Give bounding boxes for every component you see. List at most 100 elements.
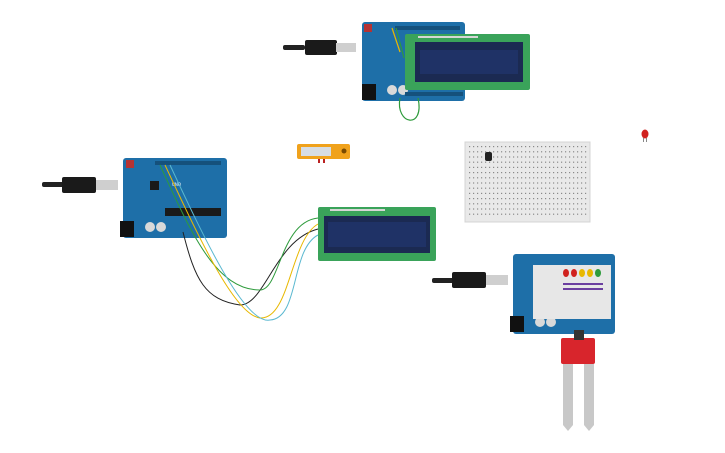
breadboard-hole[interactable] (549, 146, 551, 148)
breadboard-hole[interactable] (473, 198, 475, 200)
breadboard-hole[interactable] (517, 146, 519, 148)
breadboard-hole[interactable] (569, 198, 571, 200)
breadboard-hole[interactable] (513, 187, 515, 189)
breadboard-hole[interactable] (557, 192, 559, 194)
breadboard-hole[interactable] (565, 198, 567, 200)
breadboard-hole[interactable] (533, 156, 535, 158)
breadboard-hole[interactable] (557, 177, 559, 179)
breadboard-hole[interactable] (477, 203, 479, 205)
breadboard-hole[interactable] (557, 198, 559, 200)
breadboard-hole[interactable] (481, 198, 483, 200)
breadboard-hole[interactable] (489, 151, 491, 153)
breadboard-hole[interactable] (493, 161, 495, 163)
wires-top[interactable] (391, 27, 420, 121)
breadboard-hole[interactable] (545, 146, 547, 148)
potentiometer[interactable] (297, 144, 350, 163)
breadboard-hole[interactable] (497, 177, 499, 179)
breadboard-hole[interactable] (521, 156, 523, 158)
breadboard-hole[interactable] (529, 166, 531, 168)
breadboard-hole[interactable] (485, 177, 487, 179)
breadboard-hole[interactable] (517, 213, 519, 215)
breadboard-hole[interactable] (505, 187, 507, 189)
breadboard-hole[interactable] (509, 146, 511, 148)
breadboard-hole[interactable] (581, 156, 583, 158)
breadboard-hole[interactable] (573, 203, 575, 205)
breadboard-hole[interactable] (489, 187, 491, 189)
breadboard-hole[interactable] (553, 203, 555, 205)
breadboard-hole[interactable] (533, 177, 535, 179)
breadboard-hole[interactable] (585, 146, 587, 148)
breadboard-hole[interactable] (561, 161, 563, 163)
breadboard-hole[interactable] (513, 156, 515, 158)
breadboard-hole[interactable] (513, 182, 515, 184)
breadboard-hole[interactable] (545, 151, 547, 153)
temperature-sensor[interactable] (485, 152, 492, 161)
breadboard-hole[interactable] (549, 187, 551, 189)
breadboard-hole[interactable] (549, 177, 551, 179)
breadboard-hole[interactable] (529, 172, 531, 174)
breadboard-hole[interactable] (473, 213, 475, 215)
breadboard-hole[interactable] (489, 192, 491, 194)
breadboard-hole[interactable] (557, 208, 559, 210)
breadboard-hole[interactable] (477, 172, 479, 174)
breadboard-hole[interactable] (485, 213, 487, 215)
breadboard-hole[interactable] (517, 203, 519, 205)
usb-cable-top[interactable] (283, 40, 356, 55)
breadboard-hole[interactable] (573, 192, 575, 194)
breadboard-hole[interactable] (553, 156, 555, 158)
breadboard-hole[interactable] (545, 166, 547, 168)
breadboard-hole[interactable] (565, 151, 567, 153)
breadboard-hole[interactable] (561, 192, 563, 194)
breadboard-hole[interactable] (493, 156, 495, 158)
breadboard-hole[interactable] (497, 182, 499, 184)
breadboard-hole[interactable] (489, 146, 491, 148)
breadboard-hole[interactable] (501, 156, 503, 158)
breadboard-hole[interactable] (529, 198, 531, 200)
breadboard-hole[interactable] (493, 146, 495, 148)
breadboard-hole[interactable] (489, 213, 491, 215)
breadboard-hole[interactable] (553, 208, 555, 210)
breadboard-hole[interactable] (545, 198, 547, 200)
breadboard-hole[interactable] (541, 156, 543, 158)
breadboard-hole[interactable] (513, 172, 515, 174)
breadboard-hole[interactable] (493, 198, 495, 200)
breadboard-hole[interactable] (485, 151, 487, 153)
breadboard-hole[interactable] (517, 187, 519, 189)
breadboard-hole[interactable] (505, 208, 507, 210)
breadboard-hole[interactable] (493, 203, 495, 205)
breadboard-hole[interactable] (489, 203, 491, 205)
breadboard-hole[interactable] (513, 161, 515, 163)
breadboard-hole[interactable] (573, 172, 575, 174)
breadboard-hole[interactable] (469, 187, 471, 189)
breadboard-hole[interactable] (541, 213, 543, 215)
breadboard-hole[interactable] (473, 192, 475, 194)
breadboard-hole[interactable] (557, 151, 559, 153)
breadboard-hole[interactable] (581, 203, 583, 205)
breadboard-hole[interactable] (481, 161, 483, 163)
breadboard-hole[interactable] (525, 182, 527, 184)
breadboard-hole[interactable] (549, 208, 551, 210)
breadboard-hole[interactable] (565, 161, 567, 163)
lcd-top[interactable] (405, 34, 530, 90)
breadboard-hole[interactable] (481, 166, 483, 168)
breadboard-hole[interactable] (585, 198, 587, 200)
breadboard-hole[interactable] (573, 146, 575, 148)
breadboard-hole[interactable] (485, 198, 487, 200)
breadboard-hole[interactable] (505, 146, 507, 148)
breadboard-hole[interactable] (565, 172, 567, 174)
breadboard-hole[interactable] (577, 146, 579, 148)
breadboard-hole[interactable] (569, 177, 571, 179)
breadboard-hole[interactable] (497, 203, 499, 205)
breadboard-hole[interactable] (513, 166, 515, 168)
breadboard-hole[interactable] (585, 161, 587, 163)
breadboard-hole[interactable] (585, 203, 587, 205)
breadboard-hole[interactable] (485, 166, 487, 168)
breadboard-hole[interactable] (481, 146, 483, 148)
breadboard-hole[interactable] (525, 177, 527, 179)
breadboard-hole[interactable] (569, 161, 571, 163)
breadboard-hole[interactable] (493, 182, 495, 184)
breadboard-hole[interactable] (525, 198, 527, 200)
breadboard-hole[interactable] (569, 192, 571, 194)
breadboard-hole[interactable] (509, 198, 511, 200)
